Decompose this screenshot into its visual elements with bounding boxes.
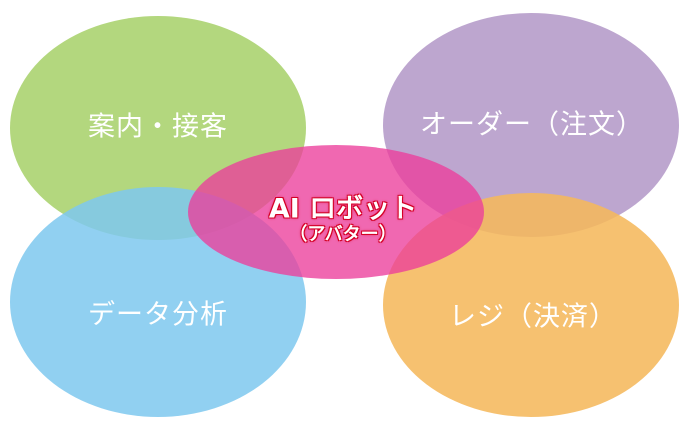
label-ai-robot: AI ロボット xyxy=(268,193,418,225)
label-reception: 案内・接客 xyxy=(88,111,228,143)
ellipse-ai-robot xyxy=(188,145,484,279)
label-payment: レジ（決済） xyxy=(449,301,617,333)
label-order: オーダー（注文） xyxy=(420,109,644,141)
label-data-analysis: データ分析 xyxy=(88,299,228,331)
label-avatar: （アバター） xyxy=(289,224,397,245)
